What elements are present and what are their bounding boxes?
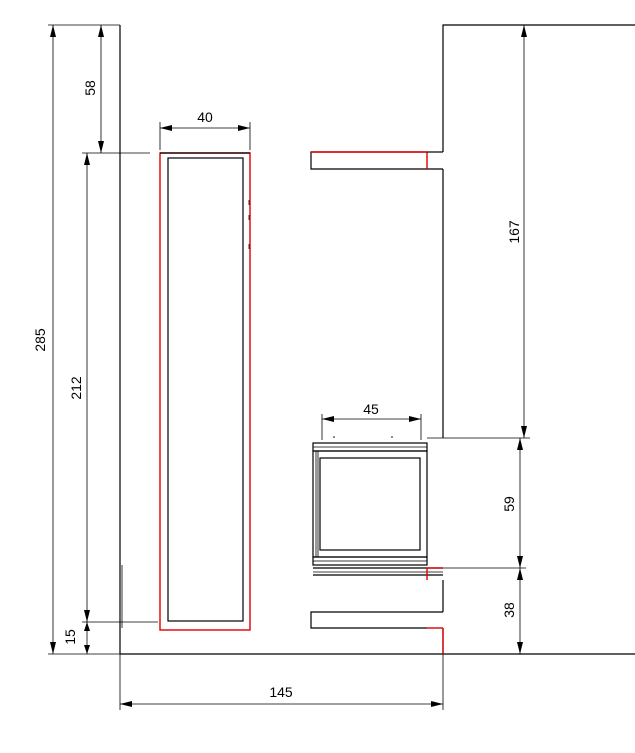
- dimension-top-gap: 58: [82, 25, 104, 153]
- arrow-down: [84, 645, 90, 654]
- lower-shelf-outline: [310, 611, 443, 629]
- drawer-box-inner: [319, 457, 421, 551]
- arrow-up: [521, 25, 527, 37]
- arrow-down: [517, 642, 523, 654]
- arrow-up: [517, 438, 523, 450]
- dimension-label: 145: [269, 684, 293, 700]
- dimension-drawer-height: 59: [443, 438, 526, 569]
- upper-shelf: [310, 151, 443, 170]
- dimension-label: 40: [197, 109, 213, 125]
- drawer-box-outer: [312, 450, 428, 558]
- dimension-drawer-width: 45: [321, 401, 422, 440]
- arrow-right: [431, 701, 443, 707]
- arrow-right: [238, 125, 250, 131]
- arrow-up: [84, 622, 90, 631]
- dimension-label: 59: [501, 496, 517, 512]
- dot-marker: [391, 436, 393, 438]
- right-wall-top: [442, 24, 635, 152]
- dimension-label: 38: [501, 602, 517, 618]
- dimension-panel-width: 40: [159, 109, 251, 150]
- tall-panel: [159, 152, 251, 631]
- dimension-lower-height: 38: [501, 568, 523, 654]
- upper-shelf-outline: [310, 151, 443, 170]
- drawer-unit: [312, 442, 443, 580]
- dimension-bottom-gap: 15: [62, 622, 90, 654]
- arrow-down: [50, 642, 56, 654]
- structure: [119, 24, 635, 655]
- lower-shelf: [310, 611, 444, 654]
- dimension-label: 212: [68, 376, 84, 400]
- dimension-total-width: 145: [119, 654, 444, 710]
- tall-panel-inner: [167, 157, 244, 622]
- tall-panel-outer: [159, 152, 251, 631]
- arrow-right: [409, 416, 421, 422]
- dot-marker: [333, 436, 335, 438]
- dimension-label: 167: [506, 220, 522, 244]
- dimension-label: 58: [82, 80, 98, 96]
- dimension-total-height: 285: [32, 24, 120, 655]
- arrow-down: [98, 141, 104, 153]
- arrow-down: [517, 556, 523, 568]
- arrow-up: [98, 25, 104, 37]
- arrow-left: [322, 416, 334, 422]
- arrow-up: [517, 568, 523, 580]
- arrow-up: [50, 25, 56, 37]
- arrow-left: [120, 701, 132, 707]
- dimension-label: 45: [363, 401, 379, 417]
- dimension-upper-height: 167: [427, 24, 530, 439]
- arrow-left: [160, 125, 172, 131]
- dimension-label: 15: [62, 629, 78, 645]
- dimension-panel-height: 212: [68, 152, 158, 623]
- dimension-label: 285: [32, 328, 48, 352]
- arrow-up: [84, 153, 90, 165]
- arrow-down: [521, 426, 527, 438]
- arrow-down: [84, 610, 90, 622]
